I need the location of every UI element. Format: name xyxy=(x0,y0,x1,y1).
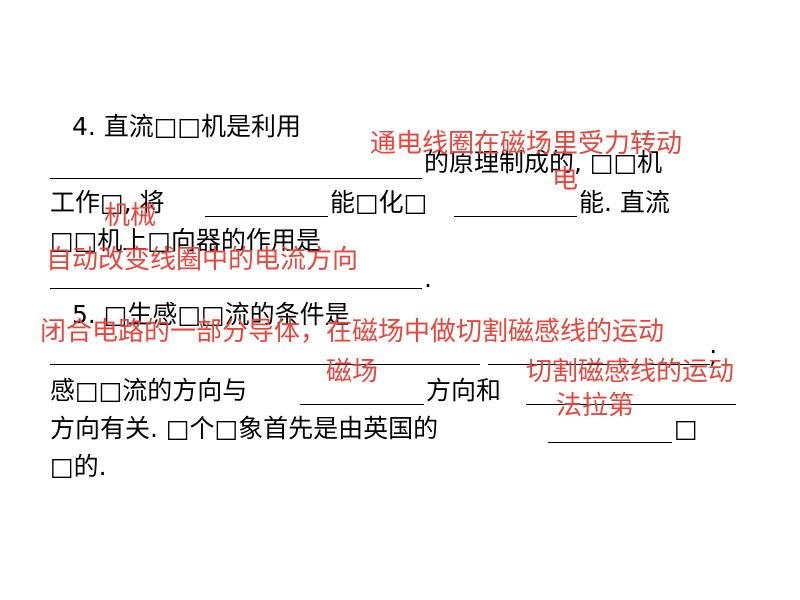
q4-line-3b: 能□化□ xyxy=(330,188,428,217)
q5-blank-discoverer xyxy=(548,442,672,443)
q5-blank-direction-2 xyxy=(526,404,736,405)
answer-q5-discoverer: 法拉第 xyxy=(556,391,635,421)
q4-line-2: 的原理制成的, □□机 xyxy=(424,148,663,177)
q4-line-4: □□机上□向器的作用是 xyxy=(50,226,321,255)
q4-line-3a: 工作□, 将 xyxy=(50,188,165,217)
q4-blank-energy-from xyxy=(205,216,328,217)
q4-blank-commutator xyxy=(50,288,422,289)
q4-blank-principle xyxy=(50,178,422,179)
q5-line-4a: 方向有关. □个□象首先是由英国的 xyxy=(50,414,439,443)
q5-line-3a: 感□□流的方向与 xyxy=(50,376,248,405)
q5-line-1: 5. □生感□□流的条件是 xyxy=(72,300,350,329)
answer-q4-energy-from: 电 xyxy=(552,165,579,195)
answer-q5-direction-2: 切割磁感线的运动 xyxy=(526,357,735,387)
q4-line-1: 4. 直流□□机是利用 xyxy=(72,112,302,141)
q5-blank-condition-a xyxy=(50,364,480,365)
answer-q4-energy-to: 机械 xyxy=(104,201,157,231)
q5-line-5: □的. xyxy=(50,452,107,481)
q4-line-5-end: . xyxy=(424,264,432,293)
q5-line-2-end: ; xyxy=(709,340,718,369)
q5-line-3b: 方向和 xyxy=(426,376,502,405)
answer-q4-commutator: 自动改变线圈中的电流方向 xyxy=(46,245,359,275)
q5-blank-direction-1 xyxy=(300,404,424,405)
answer-q5-condition: 闭合电路的一部分导体，在磁场中做切割磁感线的运动 xyxy=(40,317,665,347)
answer-q4-principle: 通电线圈在磁场里受力转动 xyxy=(370,129,683,159)
q4-line-3c: 能. 直流 xyxy=(579,188,670,217)
q4-blank-energy-to xyxy=(454,216,577,217)
q5-blank-condition-b xyxy=(488,364,710,365)
answer-q5-direction-1: 磁场 xyxy=(326,357,379,387)
q5-line-4b: □ xyxy=(674,414,698,443)
